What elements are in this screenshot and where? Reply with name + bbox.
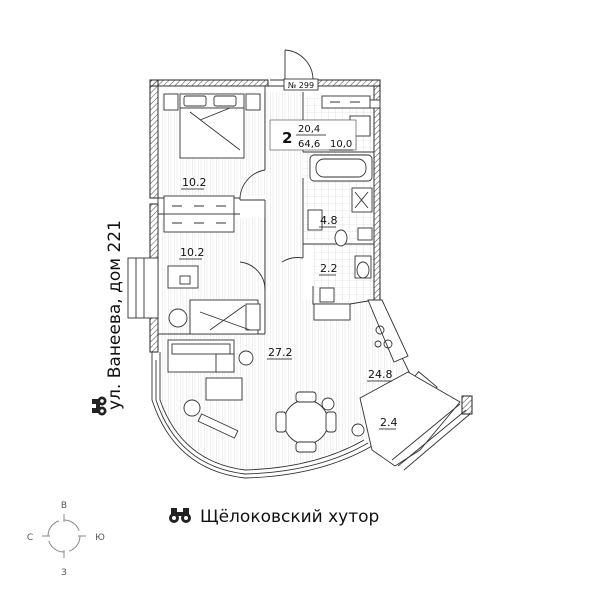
kitchen-area-summary: 10,0 — [330, 139, 352, 150]
compass-south: З — [61, 568, 67, 578]
bathroom-fixtures — [307, 154, 373, 247]
compass: В С Ю З — [27, 501, 105, 578]
entrance-door — [270, 49, 314, 81]
area-kitchen: 24.8 — [368, 368, 393, 381]
area-wc: 2.2 — [320, 262, 338, 275]
bedroom-middle-furniture — [163, 213, 261, 335]
svg-text:№ 299: № 299 — [288, 81, 314, 90]
area-bathroom: 4.8 — [320, 214, 338, 227]
room-count: 2 — [282, 129, 292, 147]
view-caption: Щёлоковский хутор — [169, 507, 379, 527]
svg-text:ул. Ванеева, дом 221: ул. Ванеева, дом 221 — [105, 220, 125, 410]
bedroom-top-door — [239, 169, 266, 201]
area-bedroom-middle: 10.2 — [180, 246, 205, 259]
compass-west: С — [27, 533, 33, 543]
living-room-furniture — [167, 339, 365, 453]
balcony — [359, 371, 473, 471]
apartment-number-badge: № 299 — [283, 78, 319, 91]
area-bedroom-top: 10.2 — [182, 176, 207, 189]
wc-fixtures — [319, 255, 372, 303]
apartment-summary: 2 20,4 64,6 10,0 — [269, 119, 357, 151]
living-area: 20,4 — [298, 124, 320, 135]
compass-north: В — [61, 501, 67, 511]
bedroom-middle-door — [239, 261, 266, 291]
bedroom-top-furniture — [163, 93, 261, 217]
total-area: 64,6 — [298, 139, 320, 150]
svg-text:Щёлоковский хутор: Щёлоковский хутор — [200, 507, 379, 527]
binoculars-icon — [169, 508, 191, 523]
binoculars-icon — [92, 396, 107, 416]
room-area-labels: 10.2 10.2 4.8 2.2 27.2 24.8 2.4 — [179, 176, 398, 430]
area-living-room: 27.2 — [268, 346, 293, 359]
kitchen-units — [313, 299, 409, 363]
compass-east: Ю — [95, 533, 105, 543]
area-balcony: 2.4 — [380, 416, 398, 429]
wc-door — [281, 257, 304, 263]
street-label: ул. Ванеева, дом 221 — [105, 220, 125, 410]
